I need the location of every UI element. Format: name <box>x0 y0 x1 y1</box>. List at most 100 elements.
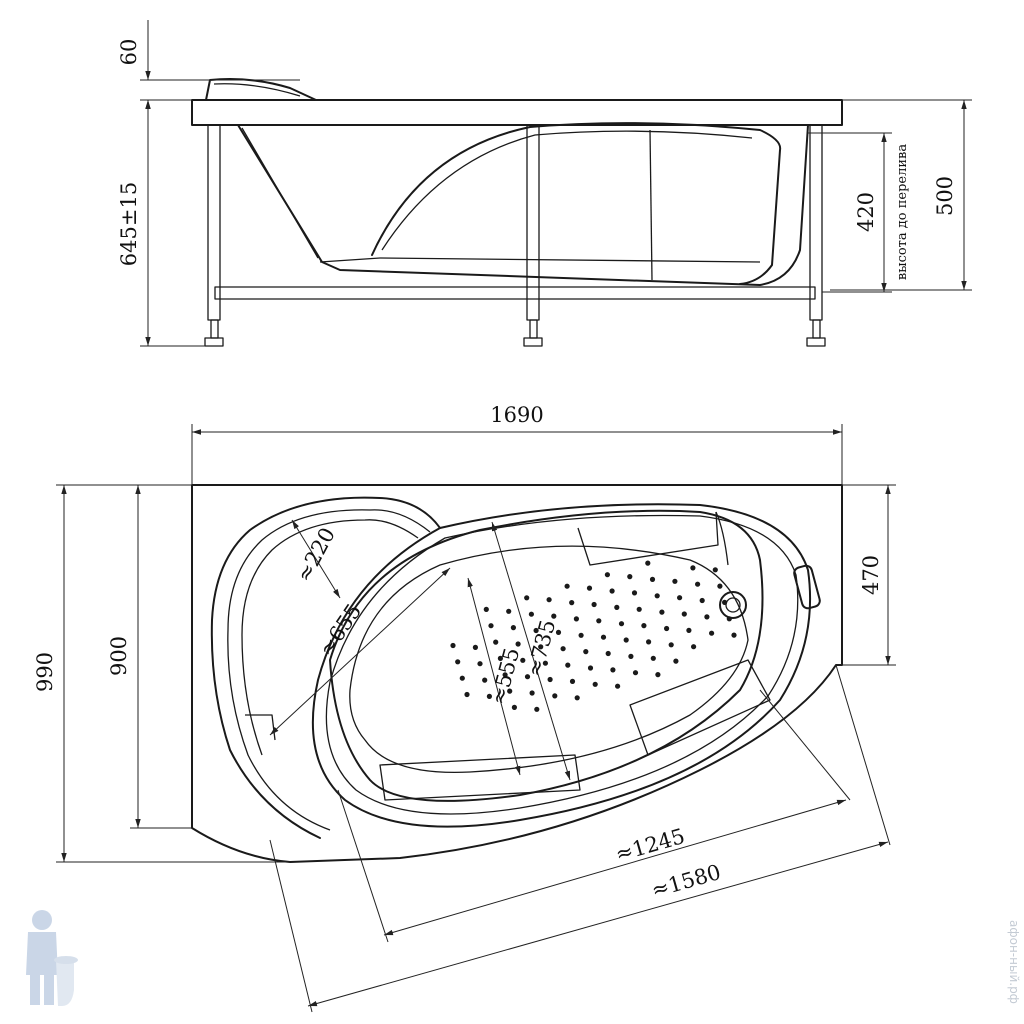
air-jet-hole <box>551 613 557 619</box>
air-jet-hole <box>528 611 535 617</box>
air-jet-hole <box>547 676 553 683</box>
air-jet-hole <box>529 690 535 696</box>
air-jet-hole <box>618 621 625 627</box>
air-jet-hole <box>623 637 629 643</box>
dim-bottom-width-label: ≈555 <box>486 645 524 707</box>
dim-right-width-label: 470 <box>859 555 883 595</box>
air-jet-hole <box>645 560 651 566</box>
dim-height-label: 645±15 <box>117 182 141 266</box>
air-jet-hole <box>722 599 728 606</box>
air-jet-hole <box>632 670 639 676</box>
air-jet-hole <box>654 593 660 599</box>
air-jet-hole <box>482 677 488 683</box>
air-jet-hole <box>483 606 489 613</box>
air-jet-hole <box>565 662 571 668</box>
side-view: 60 645±15 420 высота до перелива 500 <box>117 20 972 347</box>
air-jet-hole <box>649 576 656 583</box>
air-jet-hole <box>560 646 566 652</box>
air-jet-hole <box>681 611 687 617</box>
dim-rim-label: 60 <box>117 39 141 66</box>
air-jet-hole <box>587 665 594 671</box>
dim-overflow-label: 420 <box>854 192 878 232</box>
dim-width-label: 900 <box>107 636 131 676</box>
air-jet-hole <box>677 595 683 601</box>
air-jet-hole <box>627 574 633 580</box>
air-jet-hole <box>591 601 597 608</box>
air-jet-hole <box>574 695 580 701</box>
air-jet-hole <box>459 675 465 681</box>
air-jet-hole <box>578 632 584 638</box>
tub-body <box>237 124 809 286</box>
air-jet-hole <box>615 683 621 689</box>
air-jet-hole <box>564 583 570 589</box>
air-jet-hole <box>636 606 642 612</box>
air-jet-hole <box>699 597 705 604</box>
dim-bowl-width-label: ≈735 <box>522 617 560 679</box>
air-jet-hole <box>569 600 575 606</box>
air-jet-hole <box>664 625 670 632</box>
air-jet-hole <box>731 632 737 638</box>
air-jet-hole <box>605 650 611 657</box>
air-jet-hole <box>614 604 620 611</box>
inner-seat <box>371 122 782 285</box>
air-jet-hole <box>712 567 718 573</box>
support-legs <box>204 124 826 347</box>
air-jet-hole <box>672 578 678 584</box>
air-jet-hole <box>673 658 679 664</box>
air-jet-hole <box>610 667 616 673</box>
air-jet-hole <box>600 634 607 640</box>
air-jet-hole <box>695 581 701 587</box>
air-jet-hole <box>455 659 461 665</box>
dim-total-width-label: 990 <box>33 652 57 692</box>
bowl-inner <box>329 509 764 802</box>
air-jet-hole <box>583 649 589 655</box>
air-jet-hole <box>709 630 715 636</box>
air-jet-hole <box>726 616 732 622</box>
air-jet-hole <box>668 642 674 648</box>
air-jet-hole <box>511 704 517 711</box>
overflow-height-caption: высота до перелива <box>895 144 910 280</box>
air-jet-hole <box>592 681 598 687</box>
tub-floor <box>349 545 749 774</box>
air-jet-hole <box>488 623 494 629</box>
top-view: 1690 990 900 470 ≈220 ≈655 ≈735 ≈555 ≈12… <box>33 403 896 1013</box>
dim-depth-label: 500 <box>933 176 957 216</box>
air-jet-hole <box>506 608 512 614</box>
dim-length-label: 1690 <box>490 403 543 427</box>
air-jet-hole <box>596 618 602 624</box>
air-jet-hole <box>717 583 723 589</box>
air-jet-hole <box>472 644 478 651</box>
air-jet-hole <box>586 585 593 591</box>
dim-outer-length-label: ≈1580 <box>649 860 724 903</box>
drain-icon <box>719 591 747 619</box>
overflow-handle <box>793 564 821 610</box>
frame-base <box>214 286 816 300</box>
air-jet-hole <box>659 609 665 615</box>
plumber-logo <box>26 910 78 1006</box>
air-jet-hole <box>641 623 647 629</box>
air-jet-hole <box>515 641 521 647</box>
air-jet-hole <box>631 590 638 596</box>
air-jet-hole <box>691 644 697 650</box>
air-jet-hole <box>569 678 576 685</box>
air-jet-hole <box>510 625 516 631</box>
air-jet-hole <box>690 565 696 571</box>
air-jet-hole <box>450 642 456 649</box>
air-jet-hole <box>477 661 483 667</box>
air-jet-hole <box>604 572 611 578</box>
air-jet-hole <box>609 588 615 594</box>
air-jet-hole <box>646 639 652 645</box>
headrest-lobe <box>210 496 441 839</box>
dim-inner-length-label: ≈1245 <box>613 824 688 867</box>
tub-rim <box>191 99 843 126</box>
watermark-site: афон-ный.рф <box>1007 920 1021 1004</box>
air-jet-hole <box>493 639 499 645</box>
air-jet-hole <box>573 616 580 622</box>
air-jet-hole <box>546 597 552 603</box>
headrest <box>205 78 317 101</box>
air-jet-hole <box>650 655 656 661</box>
air-jet-hole <box>524 595 530 601</box>
air-jet-hole <box>704 614 710 620</box>
air-jet-hole <box>464 691 470 698</box>
